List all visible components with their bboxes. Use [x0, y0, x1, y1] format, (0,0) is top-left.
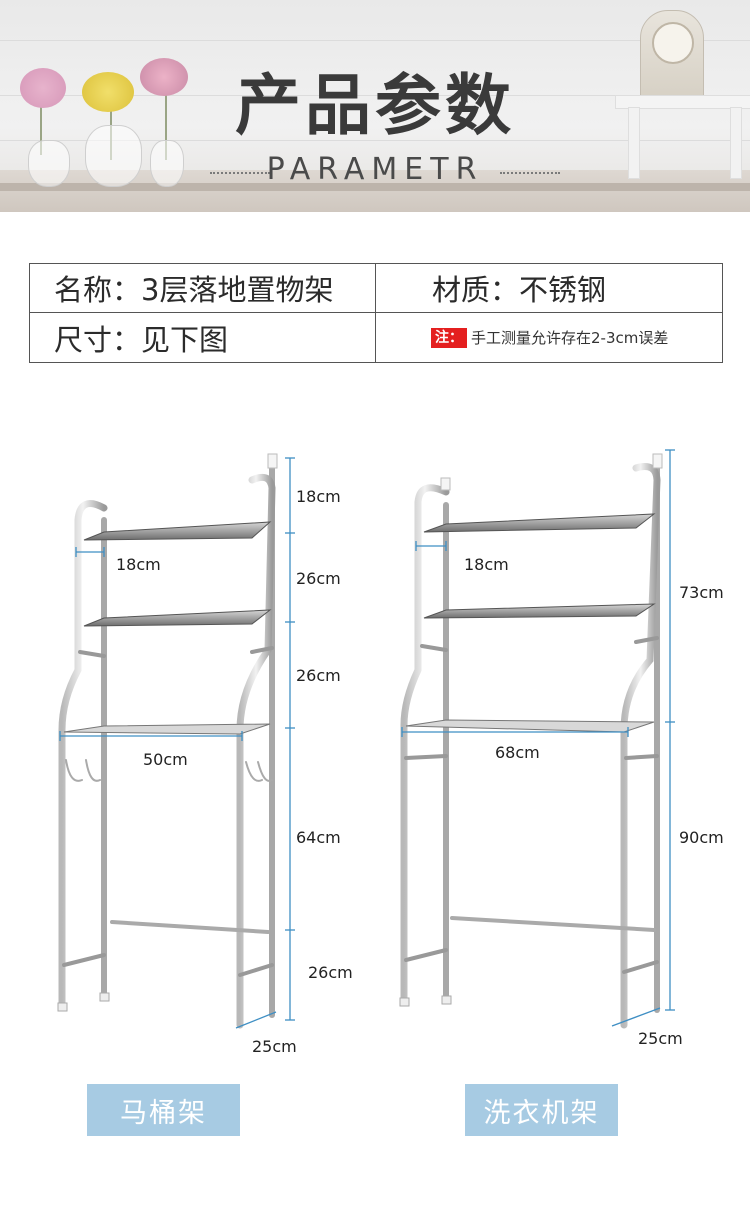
yellow-flower-icon — [82, 72, 134, 112]
bench-leg — [730, 107, 742, 179]
param-name-cell: 名称：3层落地置物架 — [30, 264, 376, 312]
dim-washer-shelf-depth: 18cm — [464, 555, 509, 574]
param-note-cell: 注： 手工测量允许存在2-3cm误差 — [377, 313, 722, 362]
wall-panel-line — [0, 140, 750, 141]
note-text: 手工测量允许存在2-3cm误差 — [471, 329, 669, 347]
caption-washer-rack: 洗衣机架 — [465, 1084, 618, 1136]
dim-washer-base-depth: 25cm — [638, 1029, 683, 1048]
banner-shelf — [0, 183, 750, 191]
rack-diagrams — [57, 449, 675, 1029]
parameter-table: 名称：3层落地置物架 材质：不锈钢 尺寸：见下图 注： 手工测量允许存在2-3c… — [29, 263, 723, 363]
bench-icon — [615, 95, 750, 109]
param-name: 名称：3层落地置物架 — [54, 273, 334, 307]
dim-washer-upper: 73cm — [679, 583, 724, 602]
param-material-cell: 材质：不锈钢 — [377, 264, 722, 312]
dim-toilet-base-depth: 25cm — [252, 1037, 297, 1056]
washer-rack-drawing — [399, 453, 663, 1029]
page-subtitle: PARAMETR — [266, 152, 484, 187]
table-row: 尺寸：见下图 注： 手工测量允许存在2-3cm误差 — [30, 313, 722, 362]
wall-panel-line — [0, 95, 750, 96]
dim-washer-lower: 90cm — [679, 828, 724, 847]
header-banner: 产品参数 PARAMETR — [0, 0, 750, 212]
divider-dots — [500, 172, 560, 174]
dim-toilet-width: 50cm — [143, 750, 188, 769]
wall-panel-line — [0, 40, 750, 41]
note-tag: 注： — [431, 327, 467, 348]
caption-toilet-rack: 马桶架 — [87, 1084, 240, 1136]
vase-icon — [28, 140, 70, 187]
clock-face-icon — [652, 22, 694, 64]
page-title: 产品参数 — [235, 67, 515, 144]
dim-washer-width: 68cm — [495, 743, 540, 762]
divider-dots — [210, 172, 270, 174]
dim-toilet-lower: 64cm — [296, 828, 341, 847]
dim-toilet-shelf-depth: 18cm — [116, 555, 161, 574]
toilet-rack-dimensions — [59, 457, 295, 1029]
dim-toilet-bottom: 26cm — [308, 963, 353, 982]
flower-stem — [165, 70, 167, 160]
flower-stem — [40, 85, 42, 155]
bench-leg — [628, 107, 640, 179]
pink-flower-icon — [140, 58, 188, 96]
toilet-rack-drawing — [57, 453, 278, 1029]
table-row: 名称：3层落地置物架 材质：不锈钢 — [30, 264, 722, 313]
flower-stem — [110, 75, 112, 160]
dim-toilet-shelf-gap-1: 26cm — [296, 569, 341, 588]
dim-toilet-top: 18cm — [296, 487, 341, 506]
param-material: 材质：不锈钢 — [432, 273, 607, 307]
dim-toilet-shelf-gap-2: 26cm — [296, 666, 341, 685]
vase-icon — [150, 140, 184, 187]
vase-icon — [85, 125, 142, 187]
param-size: 尺寸：见下图 — [54, 322, 229, 357]
param-size-cell: 尺寸：见下图 — [30, 313, 376, 362]
washer-rack-dimensions — [401, 449, 675, 1027]
pink-flower-icon — [20, 68, 66, 108]
